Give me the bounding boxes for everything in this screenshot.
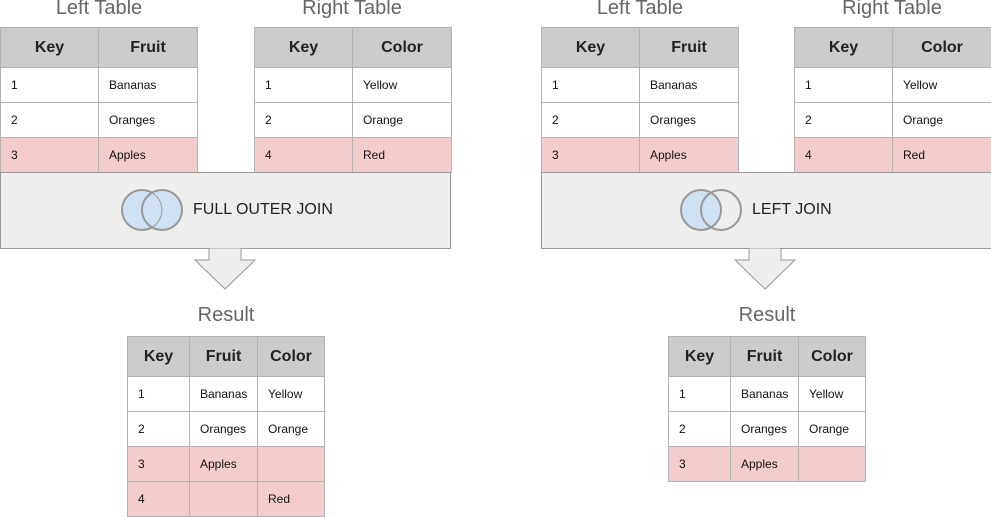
table-row: 2 Oranges <box>0 102 198 138</box>
table-cell: 4 <box>254 137 353 173</box>
join-band <box>0 172 451 249</box>
table-row-highlighted: 3 Apples <box>127 446 325 482</box>
column-header: Fruit <box>189 336 258 377</box>
column-header: Fruit <box>639 27 739 68</box>
result-table: Key Fruit Color 1 Bananas Yellow 2 Orang… <box>127 336 325 517</box>
table-cell: Red <box>352 137 452 173</box>
column-header: Fruit <box>98 27 198 68</box>
down-arrow-icon <box>733 248 797 290</box>
table-cell: Orange <box>352 102 452 138</box>
column-header: Fruit <box>730 336 799 377</box>
table-cell: Bananas <box>98 67 198 103</box>
table-cell <box>798 446 866 482</box>
table-cell: 1 <box>254 67 353 103</box>
venn-diagram-icon <box>680 189 742 231</box>
table-cell: Apples <box>189 446 258 482</box>
table-cell: 3 <box>668 446 731 482</box>
table-cell: Red <box>892 137 991 173</box>
join-type-label: LEFT JOIN <box>752 201 832 218</box>
right-table: Key Color 1 Yellow 2 Orange 4 Red <box>254 27 452 173</box>
table-row: 1 Bananas Yellow <box>668 376 866 412</box>
table-cell: Orange <box>892 102 991 138</box>
table-cell: 1 <box>541 67 640 103</box>
table-row: 2 Oranges Orange <box>668 411 866 447</box>
table-cell: 3 <box>0 137 99 173</box>
column-header: Key <box>127 336 190 377</box>
result-title: Result <box>197 304 255 326</box>
table-row-highlighted: 3 Apples <box>668 446 866 482</box>
table-cell: Oranges <box>730 411 799 447</box>
table-cell: Apples <box>98 137 198 173</box>
result-title: Result <box>738 304 796 326</box>
column-header: Key <box>794 27 893 68</box>
table-cell: Oranges <box>639 102 739 138</box>
column-header: Key <box>668 336 731 377</box>
column-header: Color <box>798 336 866 377</box>
join-type-label: FULL OUTER JOIN <box>193 201 333 218</box>
table-cell: 2 <box>668 411 731 447</box>
table-cell: 2 <box>254 102 353 138</box>
table-row: 2 Oranges <box>541 102 739 138</box>
right-table-title: Right Table <box>302 0 402 19</box>
table-cell: Bananas <box>639 67 739 103</box>
table-cell: 2 <box>127 411 190 447</box>
table-row-highlighted: 4 Red <box>794 137 991 173</box>
table-cell: 2 <box>794 102 893 138</box>
table-row-highlighted: 4 Red <box>254 137 452 173</box>
table-row: 1 Bananas <box>541 67 739 103</box>
table-cell: Apples <box>639 137 739 173</box>
table-cell: Bananas <box>730 376 799 412</box>
right-table-title: Right Table <box>842 0 942 19</box>
table-cell: 1 <box>127 376 190 412</box>
table-cell: 1 <box>794 67 893 103</box>
result-table: Key Fruit Color 1 Bananas Yellow 2 Orang… <box>668 336 866 482</box>
table-row: 1 Yellow <box>794 67 991 103</box>
table-cell: 4 <box>127 481 190 517</box>
left-table-title: Left Table <box>55 0 143 19</box>
table-row: 2 Oranges Orange <box>127 411 325 447</box>
table-cell <box>257 446 325 482</box>
table-row: 1 Bananas Yellow <box>127 376 325 412</box>
table-cell <box>189 481 258 517</box>
table-cell: Oranges <box>189 411 258 447</box>
table-cell: 4 <box>794 137 893 173</box>
table-cell: Yellow <box>257 376 325 412</box>
table-cell: Apples <box>730 446 799 482</box>
left-table: Key Fruit 1 Bananas 2 Oranges 3 Apples <box>541 27 739 173</box>
table-cell: Orange <box>798 411 866 447</box>
table-cell: 1 <box>668 376 731 412</box>
table-cell: Red <box>257 481 325 517</box>
table-cell: Orange <box>257 411 325 447</box>
column-header: Key <box>0 27 99 68</box>
table-cell: Yellow <box>798 376 866 412</box>
table-cell: Bananas <box>189 376 258 412</box>
column-header: Color <box>892 27 991 68</box>
table-row: 1 Bananas <box>0 67 198 103</box>
table-row: 2 Orange <box>794 102 991 138</box>
right-table: Key Color 1 Yellow 2 Orange 4 Red <box>794 27 991 173</box>
table-row: 1 Yellow <box>254 67 452 103</box>
column-header: Key <box>254 27 353 68</box>
table-cell: Oranges <box>98 102 198 138</box>
column-header: Color <box>257 336 325 377</box>
table-cell: 3 <box>127 446 190 482</box>
table-cell: 2 <box>0 102 99 138</box>
left-table-title: Left Table <box>596 0 684 19</box>
down-arrow-icon <box>193 248 257 290</box>
table-cell: 2 <box>541 102 640 138</box>
left-table: Key Fruit 1 Bananas 2 Oranges 3 Apples <box>0 27 198 173</box>
table-cell: Yellow <box>352 67 452 103</box>
table-cell: Yellow <box>892 67 991 103</box>
table-cell: 1 <box>0 67 99 103</box>
table-row-highlighted: 3 Apples <box>541 137 739 173</box>
venn-diagram-icon <box>121 189 183 231</box>
table-row-highlighted: 4 Red <box>127 481 325 517</box>
column-header: Key <box>541 27 640 68</box>
column-header: Color <box>352 27 452 68</box>
table-cell: 3 <box>541 137 640 173</box>
table-row-highlighted: 3 Apples <box>0 137 198 173</box>
table-row: 2 Orange <box>254 102 452 138</box>
